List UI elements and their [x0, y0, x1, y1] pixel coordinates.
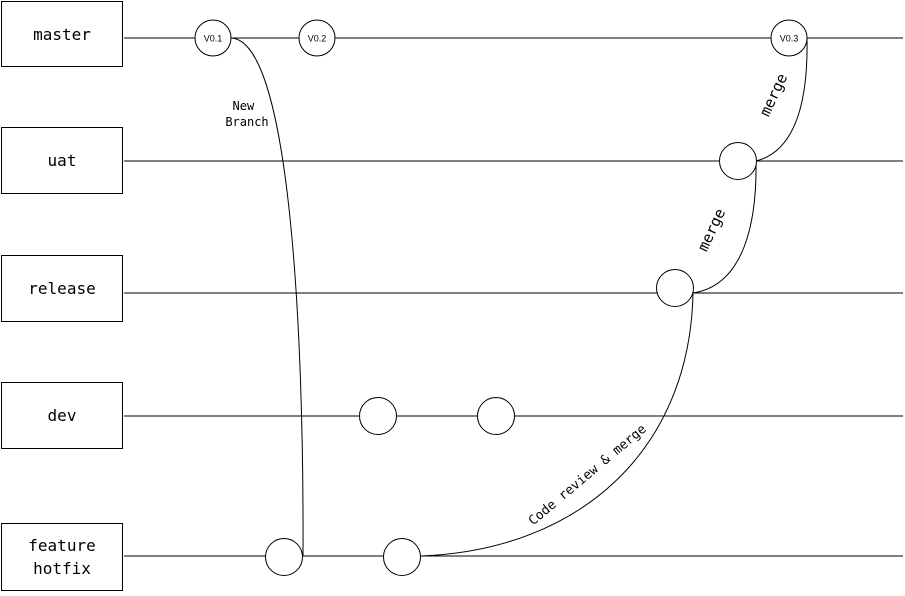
merge-to-uat-label: merge	[694, 206, 729, 255]
branch-label-dev: dev	[47, 406, 77, 425]
commit-node-v01[interactable]: V0.1	[194, 19, 232, 57]
new-branch-label-line2: Branch	[225, 115, 268, 129]
commit-node-uat[interactable]	[719, 142, 757, 180]
branch-label-hotfix: hotfix	[33, 559, 91, 578]
commit-node-v03[interactable]: V0.3	[770, 19, 808, 57]
commit-node-release[interactable]	[656, 269, 694, 307]
branch-label-feature: feature	[28, 536, 96, 555]
new-branch-label: New Branch	[225, 99, 268, 129]
tag-label-v03: V0.3	[780, 34, 799, 44]
branch-label-release: release	[28, 279, 96, 298]
uat-to-master-merge-curve	[755, 37, 808, 162]
tag-label-v02: V0.2	[308, 34, 327, 44]
branch-box-master[interactable]: master	[1, 1, 123, 67]
branch-box-release[interactable]: release	[1, 255, 123, 322]
release-to-uat-merge-curve	[692, 160, 757, 294]
new-branch-label-line1: New	[233, 99, 255, 113]
code-review-merge-curve	[420, 292, 694, 557]
merge-to-master-label: merge	[756, 71, 791, 120]
commit-node-feature-2[interactable]	[383, 538, 421, 576]
code-review-merge-label: Code review & merge	[526, 422, 650, 529]
commit-node-v02[interactable]: V0.2	[298, 19, 336, 57]
branch-box-dev[interactable]: dev	[1, 382, 123, 449]
tag-label-v01: V0.1	[204, 34, 223, 44]
commit-node-dev-2[interactable]	[477, 397, 515, 435]
branch-box-feature-hotfix[interactable]: feature hotfix	[1, 523, 123, 591]
branch-label-uat: uat	[47, 151, 77, 170]
branch-box-uat[interactable]: uat	[1, 127, 123, 194]
commit-node-dev-1[interactable]	[359, 397, 397, 435]
new-branch-curve	[230, 37, 304, 557]
commit-node-feature-1[interactable]	[265, 538, 303, 576]
branch-label-master: master	[33, 24, 91, 44]
